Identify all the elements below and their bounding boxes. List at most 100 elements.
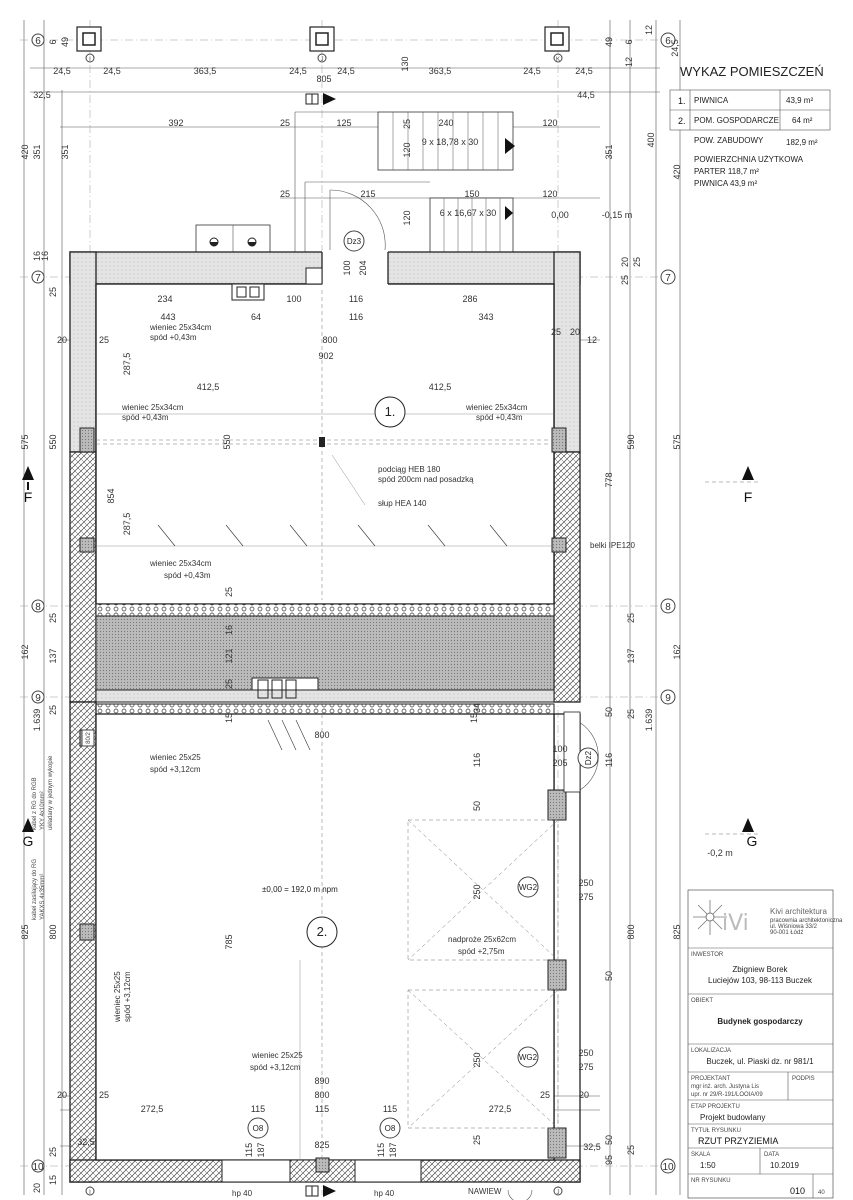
note-wieniec-1: wieniec 25x34cm — [149, 323, 212, 332]
level-minus-02: -0,2 m — [707, 848, 733, 858]
dim-mid-38: 1.639 — [32, 709, 42, 732]
dim-bot-10: 250 — [472, 1052, 482, 1067]
dim-bot-2: 100 — [552, 744, 567, 754]
dim-bot-41: 25 — [626, 1145, 636, 1155]
note-nadproze: nadproże 25x62cm — [448, 935, 516, 944]
dim-mid-27: 25 — [224, 587, 234, 597]
investor-label: INWESTOR — [691, 952, 724, 958]
dimv-11: 25 — [402, 119, 412, 129]
dim-mid-17: 412,5 — [429, 382, 452, 392]
dim-bot-15: 825 — [20, 924, 30, 939]
dim-mid-41: 15 — [469, 713, 479, 723]
note-wieniec-7: wieniec 25x25 — [251, 1051, 303, 1060]
dim-mid-33: 137 — [48, 648, 58, 663]
schedule-row-2-no: 2. — [678, 116, 686, 126]
note-wieniec-7b: spód +3,12cm — [250, 1063, 301, 1072]
dim-bot-13: 275 — [578, 1062, 593, 1072]
scale-value: 1:50 — [700, 1161, 716, 1170]
dim-top-16: 120 — [542, 118, 557, 128]
dimv-2: 6 — [48, 39, 58, 44]
note-wieniec-3: wieniec 25x34cm — [465, 403, 528, 412]
dim-stairs-2: 6 x 16,67 x 30 — [440, 208, 497, 218]
section-f-left: F — [24, 489, 33, 505]
dim-mid-7: 116 — [349, 312, 363, 322]
designer-label: PROJEKTANT — [691, 1076, 731, 1082]
axis-7-left: 7 — [35, 273, 41, 284]
dim-mid-16: 412,5 — [197, 382, 220, 392]
dim-bot-36: 115 — [244, 1143, 254, 1157]
stage-value: Projekt budowlany — [700, 1113, 765, 1122]
dim-top-19: 150 — [464, 189, 479, 199]
dim-bot-42: 50 — [604, 1135, 614, 1145]
axis-7-right: 7 — [665, 273, 671, 284]
window-o8-b: O8 — [385, 1124, 396, 1133]
dim-top-8: 24,5 — [575, 66, 593, 76]
note-belki: belki IPE120 — [590, 541, 635, 550]
note-wieniec-3b: spód +0,43m — [476, 413, 523, 422]
dimv-3: 49 — [604, 37, 614, 47]
dimv-23: 100 — [342, 260, 352, 275]
dim-mid-40: 15 — [224, 713, 234, 723]
note-nadproze-b: spód +2,75m — [458, 947, 505, 956]
dim-mid-13: 20 — [570, 327, 580, 337]
dimv-1: 49 — [60, 37, 70, 47]
dim-top-4: 24,5 — [289, 66, 307, 76]
note-nawiew: NAWIEW — [468, 1187, 502, 1196]
dim-bot-22: 25 — [540, 1090, 550, 1100]
dim-bot-4: 116 — [472, 753, 482, 767]
dim-bot-8: 275 — [578, 892, 593, 902]
title-block: iVi Kivi architektura pracownia architek… — [687, 889, 843, 1199]
dim-top-12: 392 — [168, 118, 183, 128]
schedule-usable-label: POWIERZCHNIA UŻYTKOWA — [694, 155, 804, 164]
dim-mid-4: 286 — [462, 294, 477, 304]
stairs — [294, 93, 515, 253]
dim-mid-15: 902 — [318, 351, 333, 361]
dim-mid-43: 50 — [604, 707, 614, 717]
schedule-row-2-area: 64 m² — [792, 116, 813, 125]
dim-bot-29: 825 — [314, 1140, 329, 1150]
room-1-walls — [69, 250, 581, 703]
designer-line-1: mgr inż. arch. Justyna Lis — [691, 1084, 759, 1090]
dim-mid-34: 137 — [626, 648, 636, 663]
dim-mid-3: 116 — [349, 294, 363, 304]
level-minus-015: -0,15 m — [602, 210, 633, 220]
dim-top-11: 44,5 — [577, 90, 595, 100]
dimv-18: 16 — [40, 251, 50, 261]
dim-mid-31: 25 — [224, 679, 234, 689]
dimv-15: 400 — [646, 132, 656, 147]
vent-80: 80/2 — [86, 732, 92, 744]
dimv-22: 25 — [632, 257, 642, 267]
schedule-title: WYKAZ POMIESZCZEŃ — [680, 64, 824, 79]
dimv-17: 16 — [32, 251, 42, 261]
dim-mid-39: 1.639 — [644, 709, 654, 732]
schedule-built-label: POW. ZABUDOWY — [694, 136, 764, 145]
note-wieniec-2b: spód +0,43m — [122, 413, 169, 422]
note-podciag-b: spód 200cm nad posadzką — [378, 475, 474, 484]
schedule-row-1-no: 1. — [678, 96, 686, 106]
axis-i-bottom: I — [89, 1190, 91, 1196]
axis-10-left: 10 — [32, 1162, 44, 1173]
dim-bot-24: 272,5 — [141, 1104, 164, 1114]
dim-bot-37: 187 — [256, 1142, 266, 1157]
dim-mid-26: 778 — [604, 472, 614, 487]
note-cable-1c: układany w jednym wykopie — [48, 755, 54, 830]
dim-bot-3: 205 — [552, 758, 567, 768]
dim-mid-21: 550 — [222, 434, 232, 449]
dim-mid-2: 100 — [286, 294, 301, 304]
dimv-9: 351 — [32, 144, 42, 159]
svg-text:iVi: iVi — [722, 911, 749, 936]
dim-mid-35: 162 — [672, 644, 682, 659]
dim-bot-38: 115 — [376, 1143, 386, 1157]
dimv-16: 420 — [672, 164, 682, 179]
axis-j-top: J — [321, 57, 324, 63]
utility-boxes — [195, 224, 271, 256]
dim-mid-32: 162 — [20, 644, 30, 659]
dim-bot-1: 800 — [314, 730, 329, 740]
note-cable-2: kabel zasilający do RG — [32, 859, 38, 920]
dim-bot-20: 20 — [57, 1090, 67, 1100]
axis-i-top: I — [89, 57, 91, 63]
room-schedule: WYKAZ POMIESZCZEŃ 1. PIWNICA 43,9 m² 2. … — [669, 64, 831, 188]
dim-bot-30: 32,5 — [77, 1137, 95, 1147]
dim-mid-5: 443 — [160, 312, 175, 322]
date-value: 10.2019 — [770, 1161, 799, 1170]
